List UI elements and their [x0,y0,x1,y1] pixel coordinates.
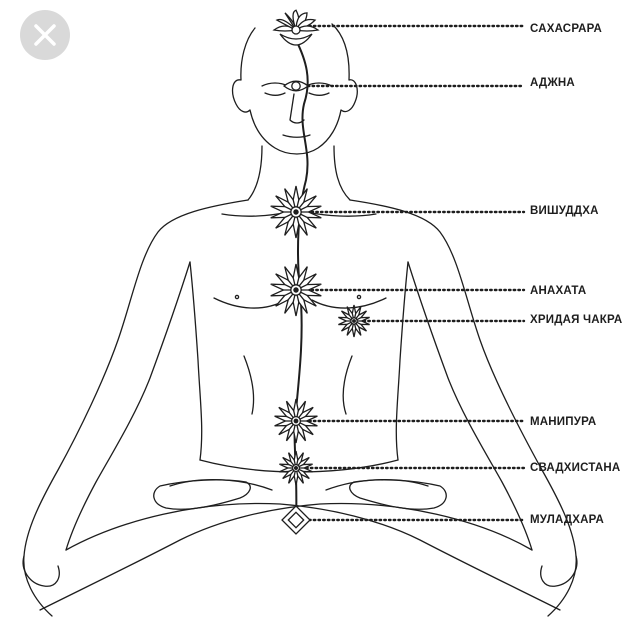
label-muladhara: МУЛАДХАРА [530,513,604,527]
label-manipura: МАНИПУРА [530,415,596,429]
label-svadhisthana: СВАДХИСТАНА [530,461,620,475]
left-arm-outline [24,200,248,616]
left-foot [154,480,251,509]
label-anahata: АНАХАТА [530,284,586,298]
chakra-symbols [271,10,370,534]
leader-lines [303,26,524,520]
label-hridaya: ХРИДАЯ ЧАКРА [530,313,622,327]
label-vishuddha: ВИШУДДХА [530,204,599,218]
chakra-sahasrara-icon [274,10,318,45]
label-sahasrara: САХАСРАРА [530,22,602,36]
chakra-ajna-icon [284,81,308,91]
chakra-muladhara-icon [282,506,310,534]
label-ajna: АДЖНА [530,76,575,90]
right-arm-outline [350,200,576,616]
right-foot [350,480,447,509]
